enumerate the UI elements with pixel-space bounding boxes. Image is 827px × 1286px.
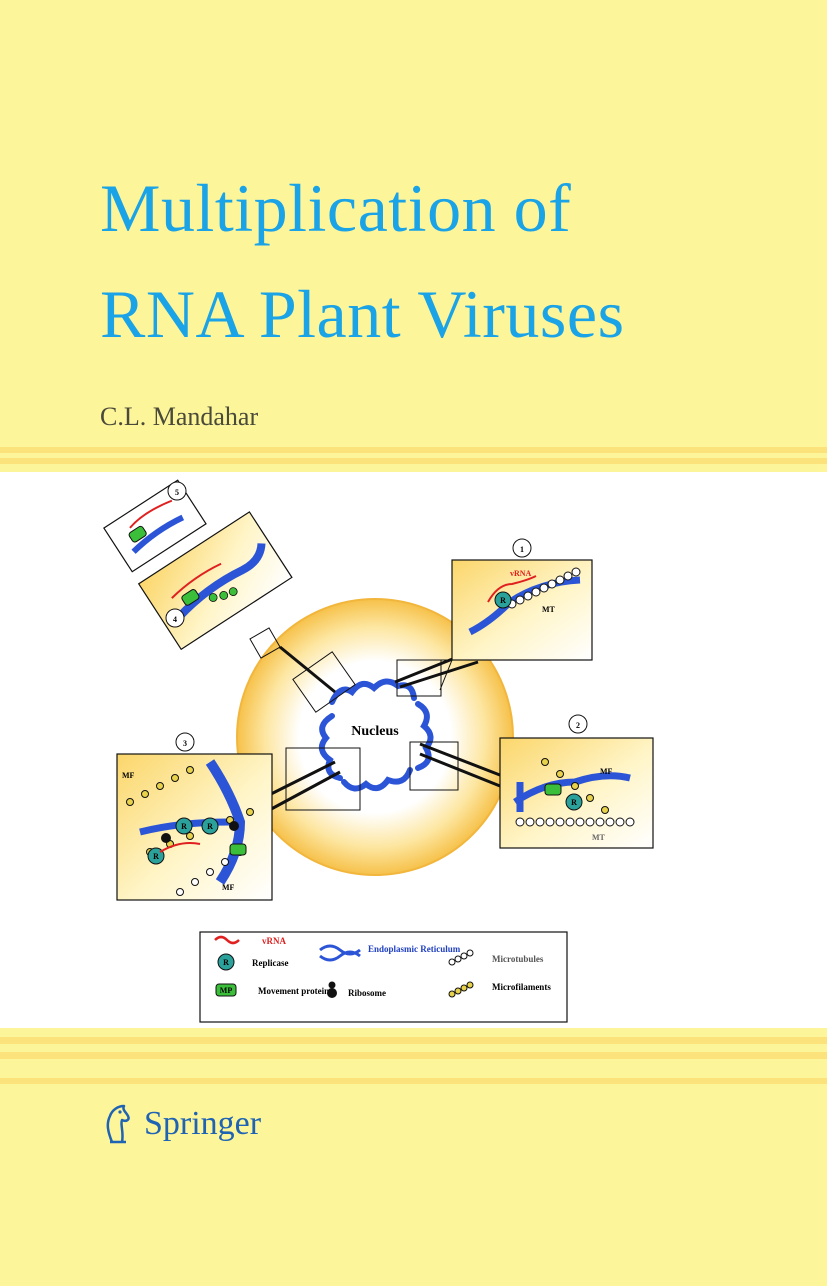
svg-text:Ribosome: Ribosome [348,988,386,998]
stripe [0,447,827,453]
svg-text:vRNA: vRNA [510,569,532,578]
replicase-icon [217,953,235,971]
svg-text:4: 4 [173,615,177,624]
stripe [0,458,827,464]
diagram-legend: vRNA R Replicase MP Movement protein Rib… [199,931,568,1023]
title-line-1: Multiplication of [100,170,572,246]
svg-text:MT: MT [592,833,606,842]
ribosome-icon [327,981,337,998]
svg-text:Microfilaments: Microfilaments [492,982,551,992]
svg-text:MF: MF [122,771,135,780]
microtubule-icon [448,949,474,966]
publisher-name: Springer [144,1105,262,1142]
svg-text:R: R [223,958,229,967]
svg-text:Endoplasmic Reticulum: Endoplasmic Reticulum [368,944,461,954]
microfilament-icon [448,981,474,998]
book-title: Multiplication of RNA Plant Viruses [100,155,625,367]
panel-2: 2 R MF MT [499,714,654,849]
nucleus-shape [330,685,420,775]
svg-text:Microtubules: Microtubules [492,954,544,964]
nucleus-label: Nucleus [351,724,399,739]
svg-text:Replicase: Replicase [252,958,289,968]
movement-protein-icon [215,983,237,997]
svg-text:Movement protein: Movement protein [258,986,329,996]
stripe [0,1078,827,1084]
svg-text:MF: MF [222,883,235,892]
svg-text:vRNA: vRNA [262,936,286,946]
title-line-2: RNA Plant Viruses [100,276,625,352]
svg-text:R: R [153,852,159,861]
stripe [0,1037,827,1044]
svg-text:2: 2 [576,721,580,730]
panel-4: 4 [137,511,293,651]
panel-5: 5 [103,479,207,573]
vrna-icon [214,935,240,945]
svg-text:MT: MT [542,605,556,614]
publisher-logo: Springer [98,1102,261,1146]
svg-text:R: R [500,596,506,605]
svg-text:MF: MF [600,767,613,776]
svg-text:3: 3 [183,739,187,748]
svg-text:MP: MP [220,986,233,995]
inner-boxes [249,627,459,811]
panel-3: 3 R R R MF MF [116,732,273,901]
svg-text:R: R [571,798,577,807]
springer-horse-icon [106,1104,130,1144]
panel-1: 1 R vRNA MT [439,538,593,691]
svg-text:1: 1 [520,545,524,554]
author-name: C.L. Mandahar [100,402,259,431]
stripe [0,1052,827,1059]
svg-text:R: R [181,822,187,831]
er-icon [319,944,361,962]
svg-text:5: 5 [175,488,179,497]
virus-diagram: Nucleus 1 [103,479,654,1023]
svg-text:R: R [207,822,213,831]
cover-illustration: Nucleus 1 [0,472,827,1028]
